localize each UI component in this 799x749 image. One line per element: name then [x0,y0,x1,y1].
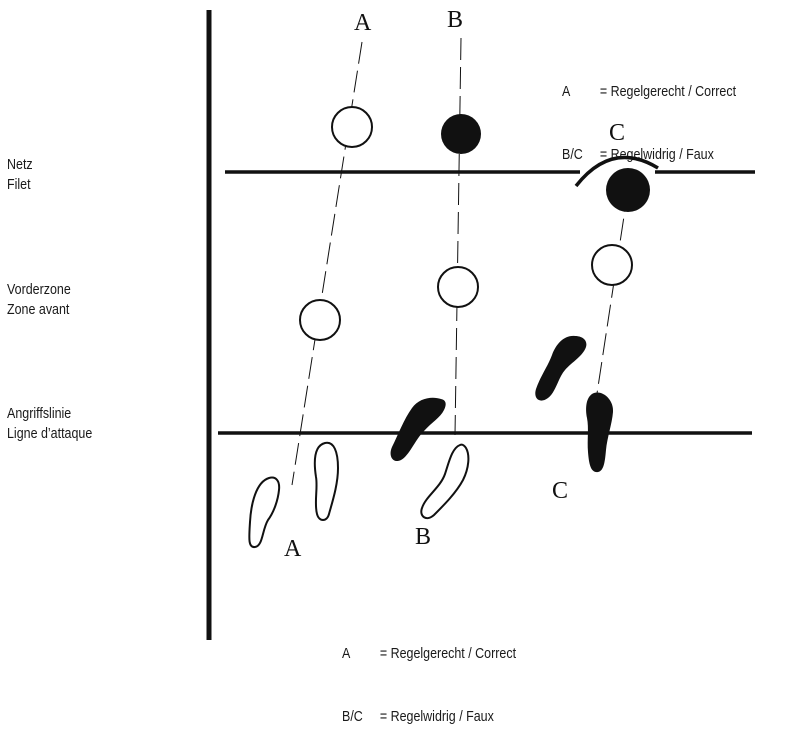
net-label: Netz Filet [7,155,33,195]
legend-text: = Regelwidrig / Faux [379,709,494,725]
legend-key: B/C [342,709,363,725]
attack-line-label-de: Angriffslinie [7,406,72,422]
net-label-de: Netz [7,157,33,173]
ball-a-low [299,299,341,341]
legend-key: A [562,84,571,100]
footprint-b-outline [420,443,470,519]
label-top-b: B [447,7,463,33]
ball-c-high [606,168,650,212]
legend-bottom-row-bc: B/C = Regelwidrig / Faux [342,707,516,728]
net-bulge-c [574,155,659,188]
ball-a-high [331,106,373,148]
label-top-c: C [609,120,625,146]
net-label-fr: Filet [7,177,31,193]
legend-key: B/C [562,147,583,163]
footprint-c-right [586,392,614,473]
footprint-b-on-line [390,397,446,462]
footprint-c-left [535,335,587,401]
ball-b-low [437,266,479,308]
trajectory-b-path [454,37,462,436]
attack-line-label: Angriffslinie Ligne d’attaque [7,404,92,444]
label-bottom-a: A [284,536,302,562]
trajectory-c-path [595,189,629,401]
label-bottom-b: B [415,524,431,550]
ball-c-low [591,244,633,286]
front-zone-label-fr: Zone avant [7,302,70,318]
label-bottom-c: C [552,478,568,504]
ball-b-high [441,114,481,154]
footprint-a-left [248,476,281,549]
front-zone-label-de: Vorderzone [7,282,71,298]
legend-key: A [342,646,351,662]
attack-line-label-fr: Ligne d’attaque [7,426,93,442]
legend-top-row-a: A = Regelgerecht / Correct [562,82,736,103]
court-diagram: A B C A B C [206,7,755,640]
front-zone-label: Vorderzone Zone avant [7,280,71,320]
legend-text: = Regelgerecht / Correct [599,84,737,100]
label-top-a: A [354,10,372,36]
footprint-a-right [313,441,340,521]
